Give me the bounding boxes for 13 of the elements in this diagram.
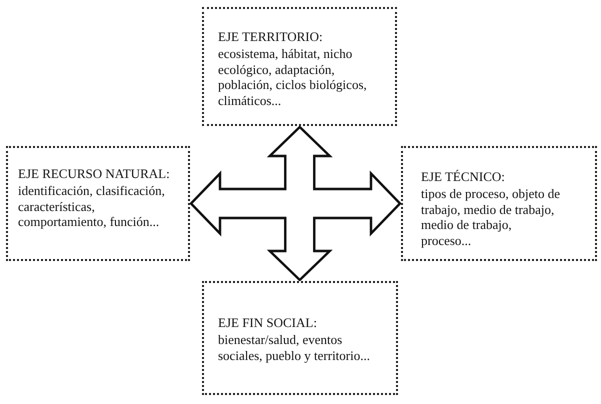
- box-body-text: bienestar/salud, eventos sociales, pueblo y territorio...: [218, 332, 371, 363]
- box-body-text: identificación, clasificación, características, comportamiento, función...: [18, 183, 166, 230]
- dashed-box: [202, 7, 397, 126]
- box-heading: EJE RECURSO NATURAL:: [18, 166, 170, 182]
- box-heading: EJE TÉCNICO:: [421, 169, 505, 184]
- dashed-box: [202, 281, 398, 395]
- dashed-box: [401, 146, 597, 261]
- dashed-box: [6, 146, 190, 261]
- box-heading: EJE TERRITORIO:: [218, 29, 323, 44]
- box-body-text: ecosistema, hábitat, nicho ecológico, adaptación, población, ciclos biológicos, climáticos...: [218, 46, 368, 108]
- four-way-arrow: [189, 125, 402, 282]
- box-body-text: tipos de proceso, objeto de trabajo, medio de trabajo, medio de trabajo, proceso...: [421, 186, 561, 248]
- box-heading: EJE FIN SOCIAL:: [218, 315, 317, 330]
